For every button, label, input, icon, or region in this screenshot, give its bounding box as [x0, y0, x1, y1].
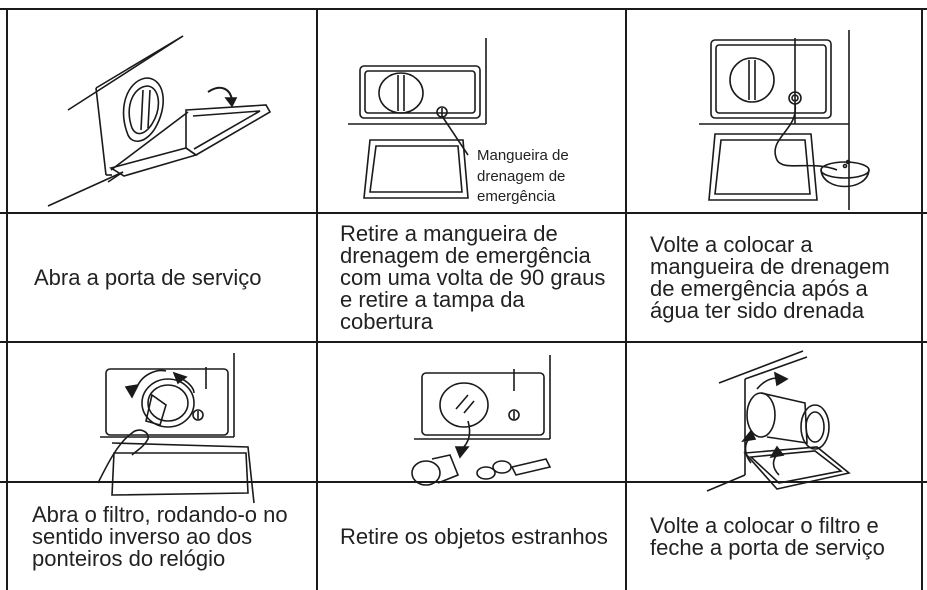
step-1-caption: Abra a porta de serviço: [34, 264, 262, 290]
table-border-left: [6, 8, 8, 590]
open-service-door-illustration: [47, 35, 272, 207]
row-divider: [0, 212, 927, 214]
drain-hose-label-line1: Mangueira de: [477, 147, 569, 164]
step-2-caption: Retire a mangueira de drenagem de emergê…: [340, 220, 606, 334]
row-divider: [0, 481, 927, 483]
remove-drain-hose-illustration: Mangueira de drenagem de emergência: [348, 38, 569, 205]
table-border-top: [0, 8, 927, 10]
drain-hose-label-line3: emergência: [477, 188, 556, 205]
step-4-caption: Abra o filtro, rodando-o no sentido inve…: [32, 501, 288, 571]
reinsert-filter-illustration: [706, 350, 851, 492]
drain-water-into-bowl-illustration: [699, 30, 870, 210]
step-5-caption: Retire os objetos estranhos: [340, 523, 608, 549]
column-divider: [316, 8, 318, 590]
column-divider: [625, 8, 627, 590]
row-divider: [0, 341, 927, 343]
drain-hose-label-line2: drenagem de: [477, 168, 565, 185]
step-6-caption: Volte a colocar o filtro e feche a porta…: [650, 512, 885, 560]
table-border-right: [921, 8, 923, 590]
step-3-caption: Volte a colocar a mangueira de drenagem …: [650, 231, 890, 323]
turn-filter-counterclockwise-illustration: [97, 353, 255, 504]
remove-foreign-objects-illustration: [411, 355, 552, 486]
